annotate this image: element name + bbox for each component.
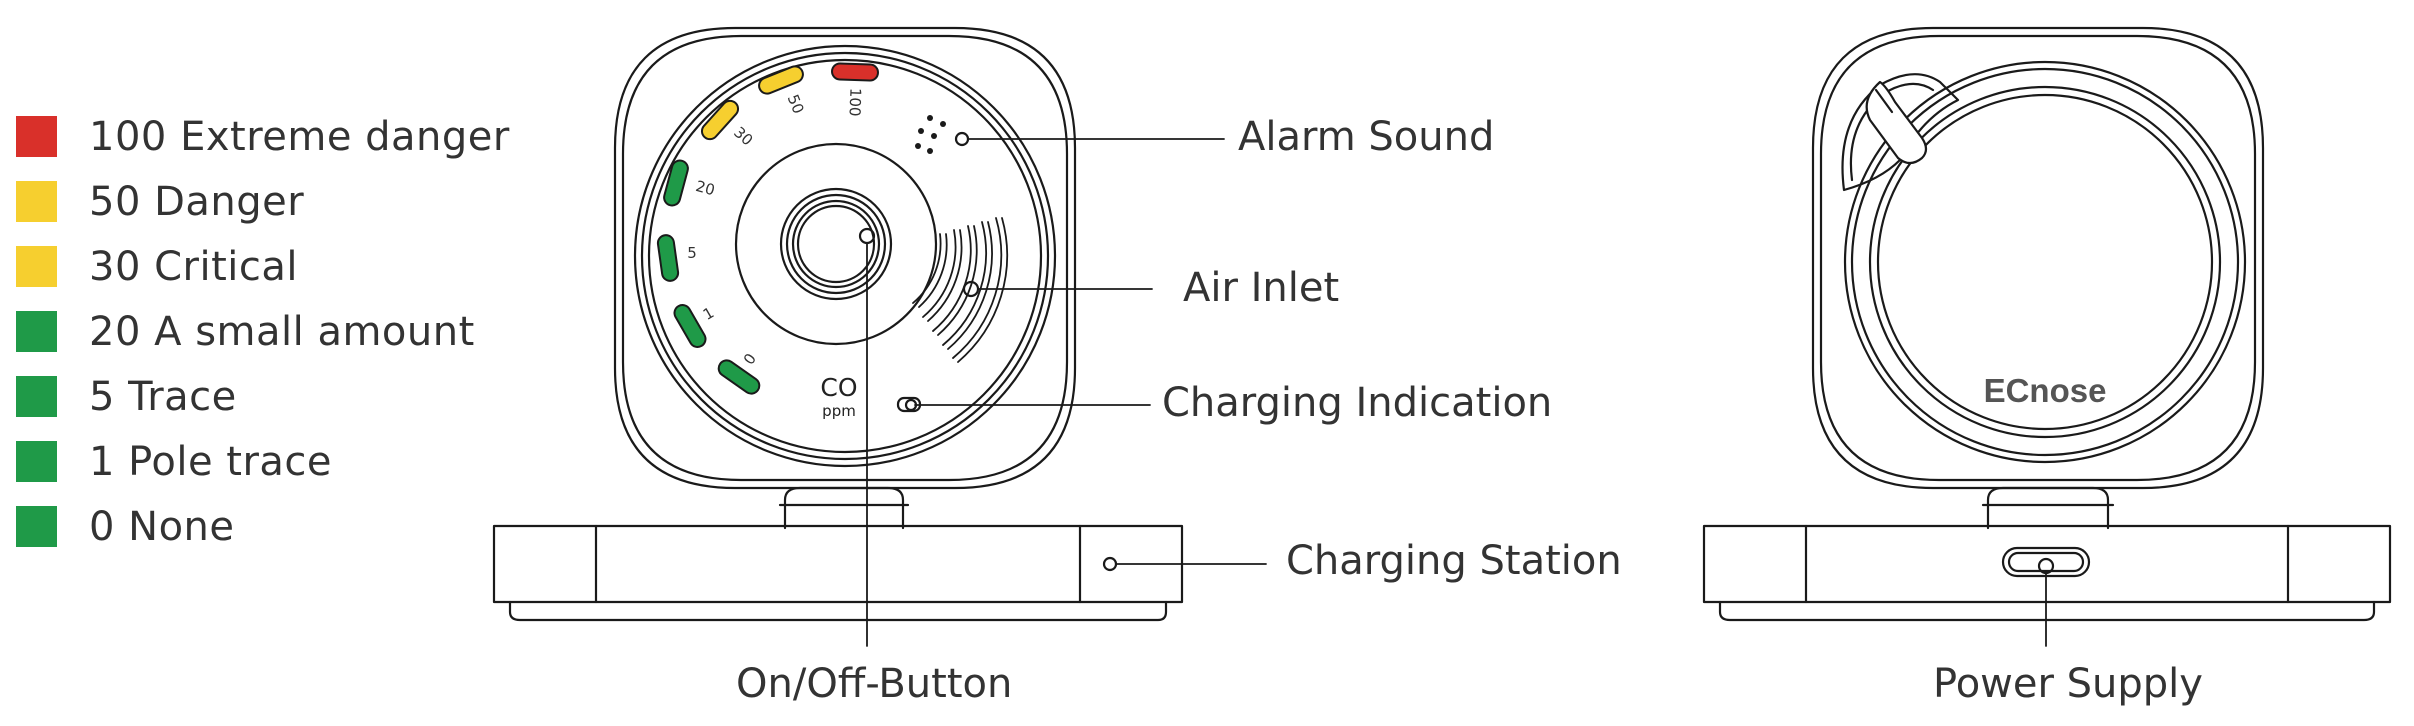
on-off-button-marker <box>858 227 876 245</box>
legend-swatch-green <box>16 311 57 352</box>
tick-label-1: 1 <box>700 303 717 323</box>
callout-alarm-sound: Alarm Sound <box>1238 114 1495 160</box>
front-device: 100 50 30 20 5 1 0 CO ppm <box>613 26 1077 530</box>
segment-50 <box>758 65 804 95</box>
ecnose-brand-logo: ECnose <box>1984 372 2107 409</box>
back-neck <box>1986 486 2110 530</box>
center-plate <box>734 142 938 346</box>
dial-ring-outer <box>633 44 1057 468</box>
front-leader-lines <box>866 138 1267 647</box>
callout-charging-indication: Charging Indication <box>1162 380 1553 426</box>
legend-label: 1 Pole trace <box>89 438 333 485</box>
callout-on-off-button: On/Off-Button <box>736 661 1013 707</box>
segment-100 <box>831 62 879 82</box>
segment-30 <box>700 99 740 141</box>
legend-label: 20 A small amount <box>89 308 475 355</box>
legend-item-1: 1 Pole trace <box>16 429 510 494</box>
legend-label: 5 Trace <box>89 373 237 420</box>
tick-label-5: 5 <box>687 244 697 262</box>
legend-label: 100 Extreme danger <box>89 113 510 160</box>
alarm-sound-marker <box>954 131 970 147</box>
co-level-legend: 100 Extreme danger 50 Danger 30 Critical… <box>16 104 510 559</box>
legend-item-20: 20 A small amount <box>16 299 510 364</box>
co-label: CO <box>820 373 857 402</box>
legend-item-0: 0 None <box>16 494 510 559</box>
back-station-top <box>1702 524 2392 604</box>
legend-swatch-green <box>16 441 57 482</box>
back-clip <box>1841 73 1960 192</box>
back-charging-station <box>1702 524 2392 622</box>
back-device: ECnose <box>1811 26 2265 530</box>
segment-20 <box>663 159 689 207</box>
front-charging-station <box>492 524 1184 622</box>
legend-swatch-green <box>16 506 57 547</box>
level-segments <box>656 62 879 395</box>
ppm-label: ppm <box>822 402 856 420</box>
legend-label: 30 Critical <box>89 243 299 290</box>
tick-label-0: 0 <box>740 350 760 368</box>
back-ring-outer <box>1843 60 2247 464</box>
callout-charging-station: Charging Station <box>1286 538 1622 584</box>
legend-swatch-green <box>16 376 57 417</box>
legend-swatch-yellow <box>16 246 57 287</box>
back-body-inner <box>1819 34 2257 482</box>
front-body-outer <box>613 26 1077 490</box>
on-off-button-ring[interactable] <box>779 187 893 301</box>
air-inlet-slots <box>912 217 1009 363</box>
alarm-sound-holes <box>915 115 946 154</box>
back-body-outer <box>1811 26 2265 490</box>
legend-item-5: 5 Trace <box>16 364 510 429</box>
front-body-inner <box>621 34 1069 482</box>
tick-label-30: 30 <box>730 123 756 149</box>
front-station-top <box>492 524 1184 604</box>
legend-swatch-yellow <box>16 181 57 222</box>
tick-label-50: 50 <box>784 92 808 116</box>
legend-label: 50 Danger <box>89 178 305 225</box>
segment-5 <box>656 234 680 282</box>
legend-item-30: 30 Critical <box>16 234 510 299</box>
segment-0 <box>717 359 761 395</box>
back-ring-inner <box>1868 85 2222 439</box>
callout-power-supply: Power Supply <box>1933 661 2203 707</box>
tick-label-20: 20 <box>694 177 717 199</box>
legend-item-100: 100 Extreme danger <box>16 104 510 169</box>
front-station-base <box>508 600 1168 622</box>
back-station-base <box>1718 600 2376 622</box>
legend-label: 0 None <box>89 503 235 550</box>
front-neck <box>783 486 905 530</box>
segment-1 <box>673 304 707 348</box>
legend-item-50: 50 Danger <box>16 169 510 234</box>
charging-station-marker <box>1102 556 1118 572</box>
legend-swatch-red <box>16 116 57 157</box>
tick-label-100: 100 <box>846 88 865 117</box>
callout-air-inlet: Air Inlet <box>1183 265 1340 311</box>
